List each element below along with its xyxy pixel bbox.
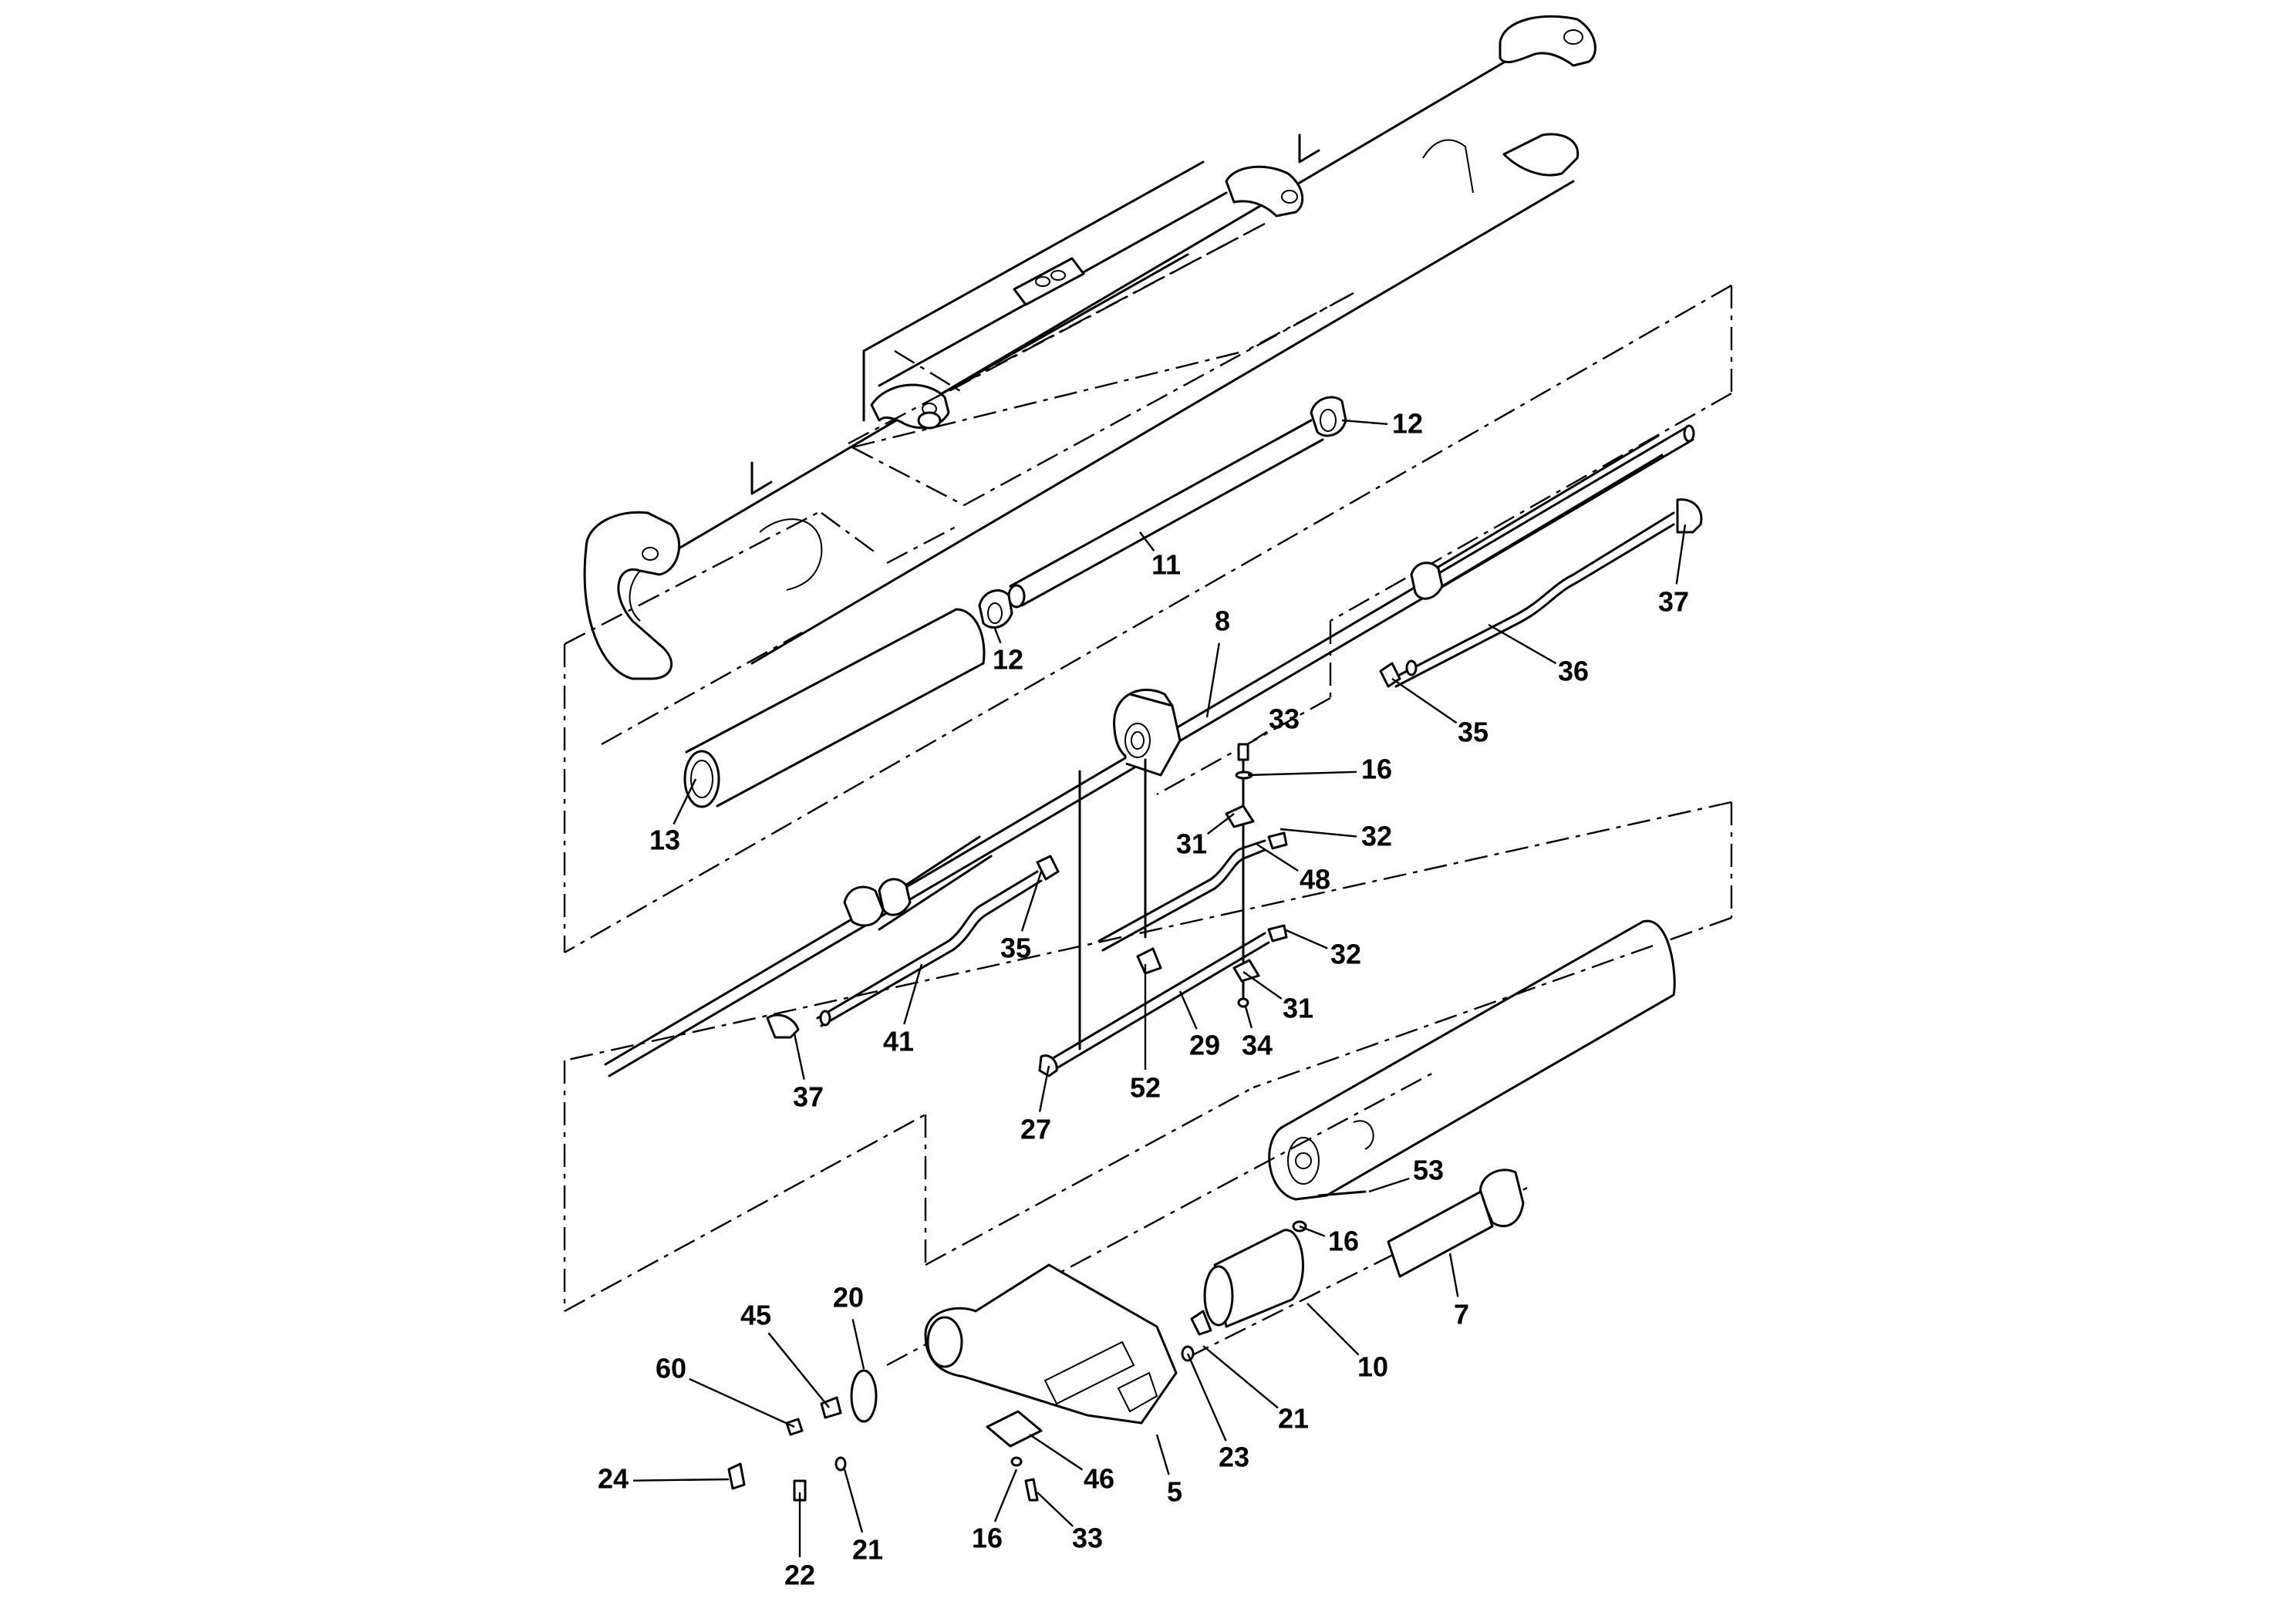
upper-boom-outline-centerlines [564, 222, 1266, 646]
leader-line-c21a [1202, 1345, 1279, 1409]
clamp-fasteners [1225, 743, 1260, 1008]
callout-c46: 46 [1084, 1463, 1114, 1495]
middle-section-outline [563, 284, 1733, 954]
leader-line-c36 [1488, 623, 1557, 665]
leader-line-c20 [851, 1319, 865, 1370]
callout-c32a: 32 [1361, 821, 1392, 852]
callout-c37b: 37 [793, 1081, 824, 1113]
leader-line-c7 [1448, 1253, 1459, 1297]
lower-components [727, 1071, 1528, 1502]
callout-c52: 52 [1130, 1072, 1161, 1104]
callout-c21b: 21 [852, 1534, 883, 1566]
hose-36-assembly [1379, 498, 1703, 688]
callout-c35b: 35 [1000, 932, 1031, 964]
callout-c35a: 35 [1458, 717, 1489, 748]
leader-line-c23 [1186, 1353, 1227, 1442]
leader-line-c31b [1242, 971, 1283, 1000]
callout-c37a: 37 [1658, 586, 1689, 618]
leader-line-c37a [1675, 524, 1687, 585]
leader-line-c60 [689, 1378, 795, 1428]
callout-c24: 24 [598, 1463, 629, 1495]
callout-c27: 27 [1020, 1114, 1051, 1145]
leader-line-c48 [1256, 843, 1299, 872]
leader-line-c24 [632, 1478, 730, 1482]
leader-line-c37b [793, 1033, 805, 1080]
leader-line-c53 [1368, 1177, 1410, 1193]
leader-line-c35b [1020, 871, 1043, 932]
sleeve-13 [601, 608, 986, 808]
leader-line-c46 [1029, 1434, 1084, 1471]
callout-c23: 23 [1219, 1442, 1249, 1473]
callout-c31b: 31 [1283, 993, 1313, 1024]
callout-c33b: 33 [1072, 1523, 1103, 1554]
callout-c34: 34 [1242, 1030, 1273, 1061]
leader-line-c10 [1306, 1303, 1360, 1356]
leader-line-c45 [767, 1332, 830, 1408]
leader-line-c16a [1247, 771, 1357, 777]
callout-c33a: 33 [1269, 703, 1300, 735]
leader-line-c11 [1139, 531, 1155, 551]
leader-line-c29 [1178, 990, 1198, 1030]
callout-c48: 48 [1300, 864, 1330, 895]
callout-c32b: 32 [1330, 939, 1361, 970]
leader-line-c34 [1244, 1006, 1253, 1029]
callout-c7: 7 [1454, 1299, 1469, 1330]
callout-c16a: 16 [1361, 754, 1392, 785]
callout-c36: 36 [1558, 656, 1589, 687]
leader-line-c32b [1283, 928, 1328, 949]
upper-boom-outer-section [583, 15, 1596, 680]
hose-41-assembly [766, 855, 1060, 1039]
leader-line-c5 [1155, 1434, 1170, 1475]
leader-line-c27 [1038, 1065, 1050, 1112]
rod-11-assembly [851, 292, 1354, 629]
callout-c31a: 31 [1176, 828, 1207, 860]
callout-c21a: 21 [1278, 1403, 1309, 1435]
leader-line-c35a [1391, 678, 1458, 724]
callout-c22: 22 [784, 1560, 815, 1591]
leader-line-c33b [1037, 1492, 1074, 1527]
leader-line-c33a [1253, 730, 1268, 742]
outer-tube [1268, 919, 1676, 1201]
cylinder-rod-8 [604, 424, 1695, 1077]
leader-line-c32a [1279, 828, 1357, 838]
leader-line-c16c [993, 1469, 1018, 1523]
leader-line-c41 [903, 963, 923, 1025]
leader-line-c13 [673, 778, 697, 825]
leader-line-c21b [843, 1469, 864, 1533]
callout-c20: 20 [833, 1282, 864, 1313]
leader-line-c31a [1206, 813, 1235, 835]
lower-section-outline [563, 801, 1733, 1313]
leader-line-c12b [993, 628, 1002, 644]
callout-c5: 5 [1167, 1476, 1182, 1508]
callout-c16c: 16 [972, 1523, 1003, 1554]
callout-c29: 29 [1189, 1030, 1220, 1061]
callout-c45: 45 [740, 1300, 771, 1331]
leader-line-c8 [1205, 642, 1220, 718]
callout-c60: 60 [656, 1353, 686, 1384]
callout-c11: 11 [1151, 549, 1181, 581]
callout-c12a: 12 [1392, 408, 1423, 440]
callout-c13: 13 [649, 824, 680, 856]
callout-c8: 8 [1215, 605, 1230, 637]
callout-c41: 41 [883, 1026, 914, 1057]
callout-c10: 10 [1357, 1351, 1388, 1383]
callout-c53: 53 [1413, 1155, 1444, 1186]
callout-c12b: 12 [993, 644, 1023, 676]
callout-c16b: 16 [1328, 1226, 1359, 1257]
hose-29-assembly [1038, 758, 1288, 1077]
leader-line-c12a [1341, 419, 1388, 426]
leader-line-c16b [1299, 1225, 1326, 1237]
